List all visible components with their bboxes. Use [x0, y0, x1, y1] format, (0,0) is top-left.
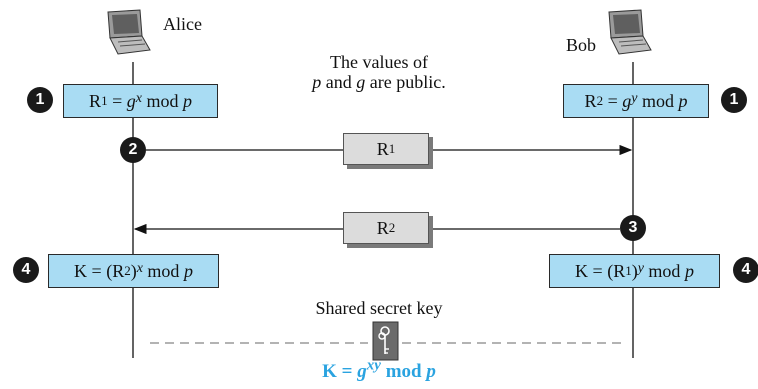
public-note-line2: p and g are public.	[312, 72, 446, 92]
step-1-bob-badge: 1	[721, 87, 747, 113]
final-key-formula: K = gxy mod p	[322, 357, 436, 382]
step-4-bob-badge: 4	[733, 257, 758, 283]
shared-secret-label: Shared secret key	[315, 298, 443, 318]
public-note: The values of p and g are public.	[300, 52, 458, 92]
alice-label: Alice	[163, 14, 202, 34]
step-4-alice-badge: 4	[13, 257, 39, 283]
laptop-icon	[107, 9, 151, 55]
step-2-badge: 2	[120, 137, 146, 163]
bob-label: Bob	[566, 35, 597, 55]
public-note-line1: The values of	[330, 52, 428, 72]
step-3-badge: 3	[620, 215, 646, 241]
key-icon	[372, 321, 399, 361]
step-1-alice-badge: 1	[27, 87, 53, 113]
laptop-icon	[608, 9, 652, 55]
